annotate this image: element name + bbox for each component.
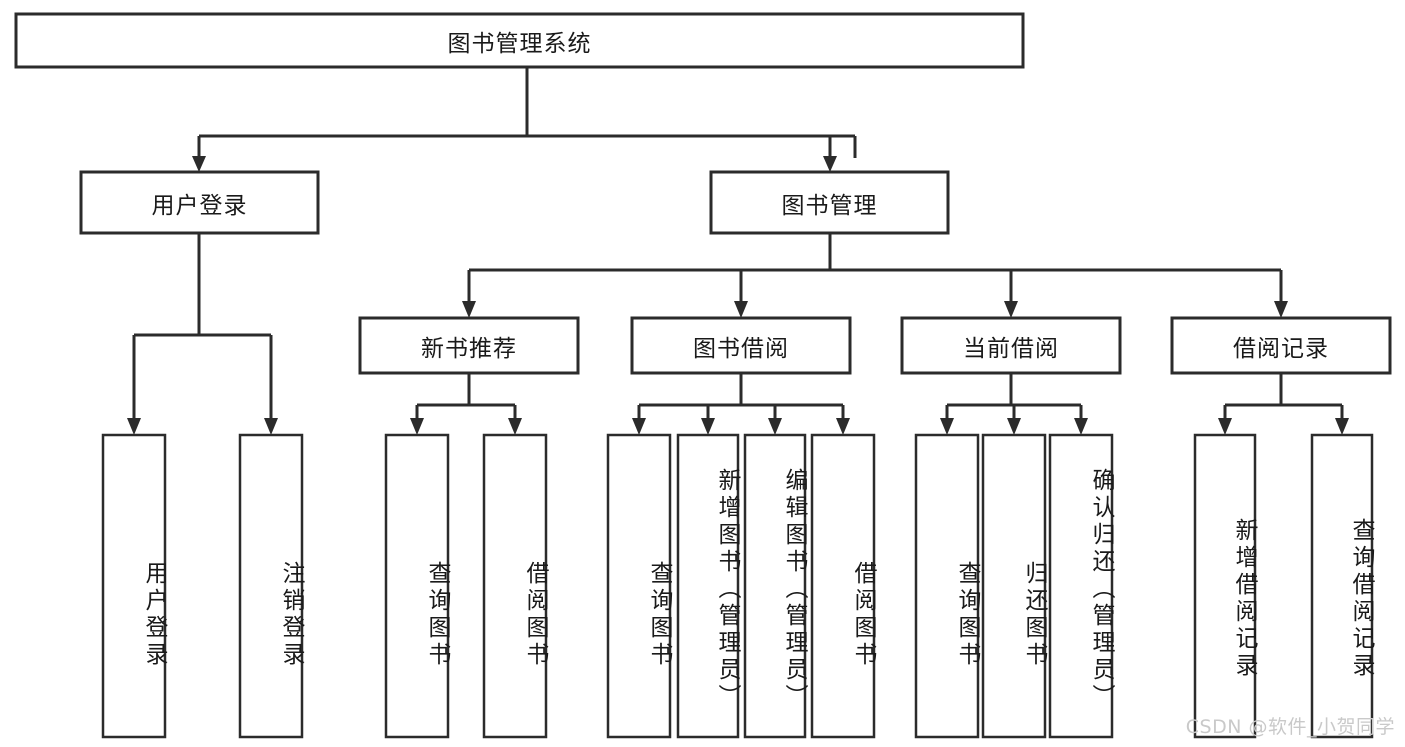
- edge-new-book-recommend-to-leaves: [410, 373, 522, 435]
- edge-current-borrow-to-leaves: [940, 373, 1088, 435]
- edge-borrow-records-to-leaves: [1218, 373, 1349, 435]
- edge-root-to-level2: [192, 67, 857, 172]
- leaf-add-record-box[interactable]: [1193, 433, 1257, 739]
- leaf-query-book-2-box[interactable]: [606, 433, 672, 739]
- leaf-add-book-box[interactable]: [676, 433, 740, 739]
- leaf-return-book-box[interactable]: [981, 433, 1047, 739]
- node-root-box[interactable]: [14, 12, 1025, 69]
- leaf-logout-box[interactable]: [238, 433, 304, 739]
- leaf-query-record-box[interactable]: [1310, 433, 1374, 739]
- node-current-borrow-box[interactable]: [900, 316, 1122, 375]
- leaf-query-book-1-box[interactable]: [384, 433, 450, 739]
- edge-book-borrow-to-leaves: [632, 373, 850, 435]
- leaf-confirm-return-box[interactable]: [1048, 433, 1114, 739]
- leaf-borrow-book-2-box[interactable]: [810, 433, 876, 739]
- edge-user-login-to-leaves: [127, 233, 278, 435]
- edge-book-management-to-level3: [462, 233, 1288, 318]
- leaf-borrow-book-1-box[interactable]: [482, 433, 548, 739]
- leaf-edit-book-box[interactable]: [743, 433, 807, 739]
- node-user-login-box[interactable]: [79, 170, 320, 235]
- node-new-book-recommend-box[interactable]: [358, 316, 580, 375]
- node-book-management-box[interactable]: [709, 170, 950, 235]
- leaf-user-login-box[interactable]: [101, 433, 167, 739]
- node-book-borrow-box[interactable]: [630, 316, 852, 375]
- node-borrow-records-box[interactable]: [1170, 316, 1392, 375]
- leaf-query-book-3-box[interactable]: [914, 433, 980, 739]
